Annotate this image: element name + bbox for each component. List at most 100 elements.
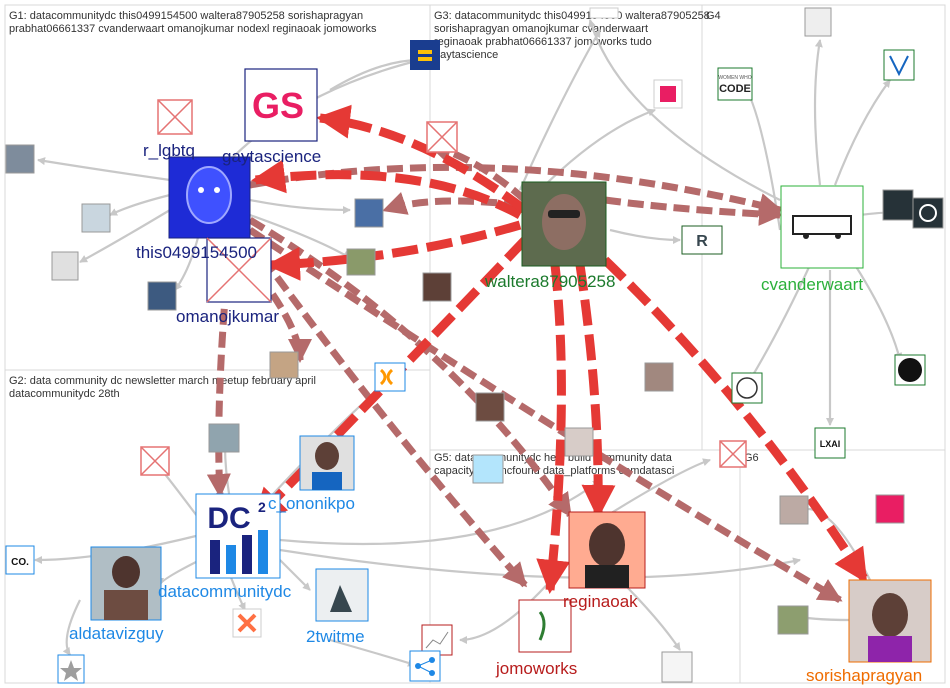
label-omanojkumar: omanojkumar [176,307,279,326]
dark-circle-logo-icon[interactable] [894,354,926,386]
edge-thin [159,467,201,521]
lxai-logo[interactable]: LXAI [814,427,846,459]
x-orange-logo-icon[interactable] [232,608,262,638]
fist-logo-icon[interactable] [731,372,763,404]
avatar-node[interactable] [589,7,619,19]
edge-dark-red [604,196,783,226]
avatar-node[interactable] [5,144,35,174]
avatar-node[interactable] [422,272,452,302]
edge-thin [599,458,711,521]
edge-thin [62,599,81,656]
node-labels: r_lgbtq gaytascience this0499154500 oman… [69,141,922,685]
nodes-small [5,7,914,683]
node-this0499154500[interactable] [168,156,251,239]
edges-red [251,104,869,594]
svg-text:2: 2 [258,499,266,515]
avatar-node[interactable] [51,251,79,281]
edge-red [251,159,523,219]
label-aldatavizguy: aldatavizguy [69,624,164,643]
broken-image-icon[interactable] [140,446,170,476]
tidyr-icon[interactable]: R [681,225,723,255]
nodes-logos: R WOMEN WHO CODE LXAI CO. [5,40,944,684]
label-waltera87905258: waltera87905258 [484,272,615,291]
edge-red [601,256,869,584]
edge-thin [249,198,351,214]
network-logo-icon[interactable] [409,650,441,682]
edge-red [575,264,616,519]
avatar-node[interactable] [644,362,674,392]
avatar-node[interactable] [779,495,809,525]
avatar-node[interactable] [269,351,299,379]
svg-text:WOMEN WHO: WOMEN WHO [718,75,751,81]
group-g1-label: G1: datacommunitydc this0499154500 walte… [9,10,377,35]
edge-red [266,220,522,281]
v-logo-icon[interactable] [883,49,915,81]
edge-dark-red [248,216,573,518]
women-who-code-logo[interactable]: WOMEN WHO CODE [717,67,753,101]
edge-thin [109,193,171,216]
label-sorishapragyan: sorishapragyan [806,666,922,685]
node-gaytascience[interactable]: GS [244,68,318,142]
edge-thin [619,579,681,651]
edge-thin [749,264,811,381]
node-2twitme[interactable] [315,568,369,622]
avatar-node[interactable] [354,198,384,228]
dc-orange-logo-icon[interactable] [374,362,406,392]
node-sorishapragyan[interactable] [848,579,932,663]
avatar-node[interactable] [475,392,505,422]
radar-logo-icon[interactable] [912,197,944,229]
node-waltera87905258[interactable] [521,181,607,267]
edge-dark-red [247,237,528,588]
edge-thin [854,264,903,361]
avatar-node[interactable] [777,605,809,635]
avatar-node[interactable] [882,189,914,221]
group-g5-label: G5: datacommunitydc help build community… [434,452,674,477]
edge-red [536,264,571,594]
nodes-broken [140,99,747,476]
svg-text:DC: DC [207,502,250,535]
node-c_ononikpo[interactable] [299,435,355,491]
avatar-node[interactable] [208,423,240,453]
equality-logo-icon[interactable] [410,40,440,70]
r-badge-icon[interactable] [653,79,683,109]
edge-dark-red [248,227,843,604]
broken-image-icon[interactable] [157,99,193,135]
group-g2-label: G2: data community dc newsletter march m… [9,375,316,400]
avatar-node[interactable] [147,281,177,311]
group-g3-label: G3: datacommunitydc this0499154500 walte… [434,10,710,61]
broken-image-icon[interactable] [426,121,458,153]
broken-image-icon[interactable] [719,440,747,468]
edge-dark-red [206,239,234,498]
edge-thin [228,574,246,611]
label-2twitme: 2twitme [306,627,365,646]
node-datacommunitydc[interactable]: DC 2 [195,493,281,579]
edge-thin [609,228,681,244]
co-logo[interactable]: CO. [5,545,35,575]
group-g6-label: G6 [744,452,759,464]
chart-logo-icon[interactable] [421,624,453,656]
svg-text:CO.: CO. [11,557,29,568]
edge-thin [518,29,601,191]
avatar-node[interactable] [875,494,905,524]
avatar-node[interactable] [804,7,832,37]
svg-text:CODE: CODE [719,83,751,95]
node-reginaoak[interactable] [568,511,646,589]
edge-dark-red [382,191,521,215]
avatar-node[interactable] [564,427,594,457]
label-reginaoak: reginaoak [563,592,638,611]
avatar-node[interactable] [472,454,504,484]
avatar-node[interactable] [661,651,693,683]
edge-thin [588,19,781,201]
svg-text:LXAI: LXAI [820,439,841,449]
node-jomoworks[interactable] [518,599,572,653]
group-g4-label: G4 [706,10,721,22]
star-logo-icon[interactable] [57,654,85,684]
node-cvanderwaart[interactable] [780,185,864,269]
label-datacommunitydc: datacommunitydc [158,582,292,601]
node-omanojkumar[interactable] [206,237,272,303]
node-aldatavizguy[interactable] [90,546,162,621]
avatar-node[interactable] [346,248,376,276]
edge-thin [37,157,171,182]
avatar-node[interactable] [81,203,111,233]
